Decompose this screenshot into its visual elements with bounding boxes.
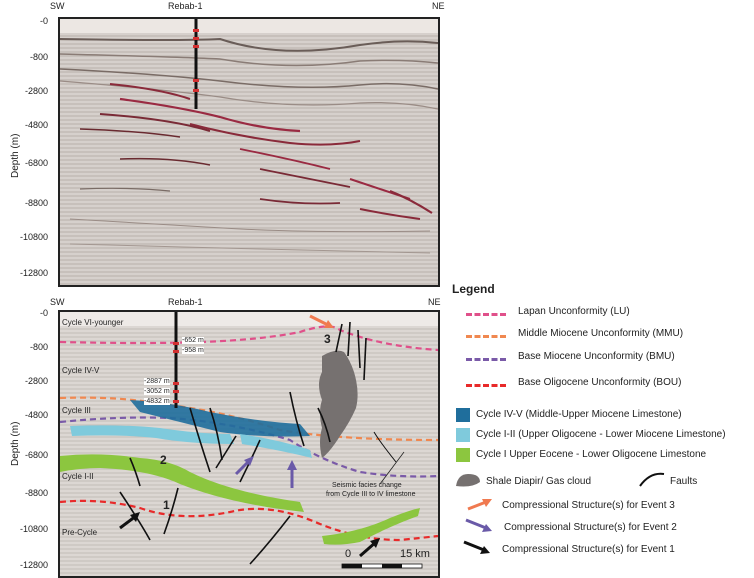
bmu-swatch [466, 358, 506, 361]
bou-line [60, 499, 438, 542]
legend-item: Base Miocene Unconformity (BMU) [518, 351, 675, 362]
scale-bar [341, 563, 423, 569]
bottom-well-label: Rebab-1 [168, 297, 203, 307]
arrow-event1 [119, 512, 380, 558]
bottom-ytick: -10800 [19, 524, 48, 534]
annotation-pointer [379, 451, 405, 485]
top-sw-label: SW [50, 1, 65, 11]
depth-label: -4832 m [144, 398, 170, 405]
depth-label: -2887 m [144, 378, 170, 385]
legend-title: Legend [452, 282, 495, 296]
bottom-ytick: -2800 [24, 376, 48, 386]
cycle-iv-v-swatch [456, 408, 470, 422]
legend-item: Cycle I Upper Eocene - Lower Oligocene L… [476, 449, 707, 460]
top-ytick: -12800 [19, 268, 48, 278]
top-ytick: -6800 [24, 158, 48, 168]
cycle-label: Cycle IV-V [62, 366, 100, 375]
arrow-event2 [234, 456, 297, 488]
arrow-event2-icon [465, 518, 492, 532]
cycle-i-body [322, 508, 420, 545]
bou-swatch [466, 384, 506, 387]
bottom-ytick: -4800 [24, 410, 48, 420]
cycle-label: Pre-Cycle [62, 528, 98, 537]
legend-item: Cycle IV-V (Middle-Upper Miocene Limesto… [476, 409, 682, 420]
mmu-swatch [466, 335, 506, 338]
top-ytick: -4800 [24, 120, 48, 130]
top-ytick: -0 [39, 16, 48, 26]
top-ytick: -10800 [19, 232, 48, 242]
legend-item: Middle Miocene Unconformity (MMU) [518, 328, 684, 339]
legend-item: Lapan Unconformity (LU) [518, 306, 630, 317]
legend-item: Compressional Structure(s) for Event 3 [502, 500, 675, 511]
bottom-ylabel: Depth (m) [10, 421, 21, 466]
top-ylabel: Depth (m) [10, 133, 21, 178]
bottom-ytick: -8800 [24, 488, 48, 498]
top-ytick: -2800 [24, 86, 48, 96]
cycle-label: Cycle III [62, 406, 91, 415]
cycle-iv-v-body [130, 400, 310, 437]
depth-label: -958 m [182, 347, 204, 354]
cycle-i-ii-body [240, 434, 312, 458]
cycle-i-ii-body [70, 425, 234, 444]
legend-item: Faults [670, 476, 698, 487]
bottom-seismic-image: Cycle VI-younger Cycle IV-V Cycle III Cy… [58, 310, 440, 578]
bottom-seismic-svg [60, 312, 438, 576]
legend-item: Compressional Structure(s) for Event 1 [502, 544, 675, 555]
top-seismic-svg [60, 19, 438, 285]
cycle-i-ii-swatch [456, 428, 470, 442]
faults [119, 321, 397, 565]
cycle-i-swatch [456, 448, 470, 462]
facies-annotation: Seismic facies change [332, 482, 402, 489]
lu-swatch [466, 313, 506, 316]
top-ne-label: NE [432, 1, 445, 11]
depth-label: -3052 m [144, 388, 170, 395]
event-number: 3 [324, 332, 331, 346]
top-seismic-image [58, 17, 440, 287]
cycle-label: Cycle VI-younger [62, 318, 124, 327]
legend-item: Compressional Structure(s) for Event 2 [504, 522, 677, 533]
bottom-ytick: -800 [29, 342, 48, 352]
bottom-sw-label: SW [50, 297, 65, 307]
arrow-event3 [309, 314, 334, 328]
top-well-label: Rebab-1 [168, 1, 203, 11]
cycle-label: Cycle I-II [62, 472, 94, 481]
depth-label: -652 m [182, 337, 204, 344]
top-ytick: -800 [29, 52, 48, 62]
legend-item: Cycle I-II (Upper Oligocene - Lower Mioc… [476, 429, 726, 440]
bmu-line [60, 416, 438, 478]
event-number: 1 [163, 498, 170, 512]
bottom-ytick: -12800 [19, 560, 48, 570]
top-ytick: -8800 [24, 198, 48, 208]
legend-item: Base Oligocene Unconformity (BOU) [518, 377, 682, 388]
fault-icon [639, 472, 665, 487]
event-number: 2 [160, 453, 167, 467]
bottom-ytick: -6800 [24, 450, 48, 460]
shale-icon [456, 474, 480, 487]
scale-zero: 0 [345, 548, 352, 560]
scale-km: 15 km [400, 548, 430, 560]
arrow-event3-icon [467, 499, 492, 511]
bottom-ytick: -0 [39, 308, 48, 318]
legend-item: Shale Diapir/ Gas cloud [486, 476, 592, 487]
lu-line [60, 325, 438, 352]
bottom-ne-label: NE [428, 297, 441, 307]
facies-annotation: from Cycle III to IV limestone [326, 491, 416, 498]
arrow-event1-icon [463, 540, 490, 554]
cycle-i-body [60, 454, 304, 512]
shale-diapir [319, 350, 358, 458]
